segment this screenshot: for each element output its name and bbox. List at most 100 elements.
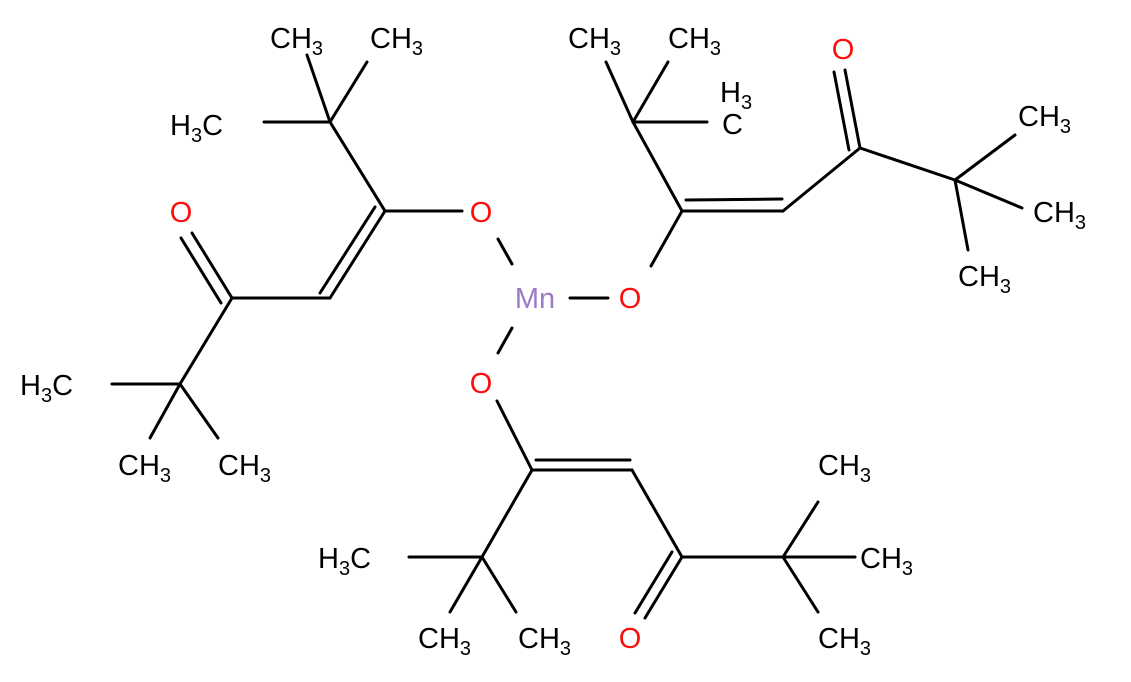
- methyl-label: CH3: [370, 23, 423, 60]
- methyl-ch: CH: [860, 543, 902, 575]
- methyl-label: CH3: [818, 450, 871, 487]
- bond-co-double-a-lower: [643, 555, 684, 620]
- methyl-stacked-c: C: [722, 109, 743, 141]
- methyl-ch: CH: [568, 23, 610, 55]
- methyl-left-label: H3C: [20, 370, 73, 407]
- methyl-ch: CH: [218, 450, 260, 482]
- methyl-c: C: [202, 110, 223, 142]
- methyl-ch: CH: [418, 623, 460, 655]
- bond-c-me1-left-tbu: [305, 53, 332, 124]
- methyl-subscript: 3: [1075, 212, 1086, 234]
- bond-c-me3-lower-tbu: [480, 555, 518, 614]
- bond-cq-me2-right: [953, 178, 1024, 210]
- methyl-h: H: [720, 77, 741, 109]
- methyl-subscript: 3: [312, 38, 323, 60]
- methyl-subscript: 3: [710, 38, 721, 60]
- atom-labels: Mn O O O O O O CH3 CH3 CH3 CH3 CH3 CH3 C…: [20, 23, 1086, 660]
- bond-cq-me3-right: [953, 178, 970, 252]
- bond-c-me1-right-tbu: [604, 60, 635, 124]
- methyl-ch: CH: [818, 623, 860, 655]
- methyl-label: CH3: [568, 23, 621, 60]
- bond-cq-me2-left: [148, 382, 182, 440]
- atom-o-mn-right: O: [619, 283, 642, 315]
- bond-co-double-b-left: [179, 236, 223, 305]
- methyl-ch: CH: [818, 450, 860, 482]
- methyl-subscript: 3: [41, 385, 52, 407]
- bond-co-double-b-lower: [633, 550, 674, 615]
- methyl-subscript: 3: [610, 38, 621, 60]
- methyl-h: H: [20, 370, 41, 402]
- bond-o-c-lower-ligand: [495, 399, 534, 472]
- bond-lines: [110, 53, 1024, 620]
- bond-cq-me3-left: [178, 382, 220, 440]
- bond-c-me2-lower-tbu: [448, 555, 484, 614]
- methyl-ch: CH: [370, 23, 412, 55]
- bond-c-me2-left-tbu: [328, 60, 369, 124]
- bond-c-ch-double-b-right: [684, 197, 784, 202]
- bond-cq-me3-lower: [781, 555, 820, 614]
- methyl-ch: CH: [1033, 197, 1075, 229]
- methyl-subscript: 3: [560, 638, 571, 660]
- methyl-label: CH3: [270, 23, 323, 60]
- methyl-subscript: 3: [339, 558, 350, 580]
- atom-o-mn-upper-left: O: [470, 197, 493, 229]
- methyl-subscript: 3: [860, 638, 871, 660]
- methyl-subscript: 3: [902, 558, 913, 580]
- bond-co-cq-right: [858, 146, 957, 182]
- methyl-subscript: 3: [412, 38, 423, 60]
- methyl-subscript: 3: [860, 465, 871, 487]
- methyl-label: CH3: [860, 543, 913, 580]
- bond-mn-o-lower: [496, 326, 514, 355]
- bond-ch-co-lower: [630, 468, 684, 559]
- bond-mn-o-upper-left: [496, 237, 514, 266]
- bond-c-ch-double-b-left: [318, 205, 377, 295]
- methyl-stacked-h: H3: [720, 77, 752, 114]
- methyl-label: CH3: [218, 450, 271, 487]
- atom-o-mn-lower: O: [470, 368, 493, 400]
- bond-c-tbu-lower-ligand: [480, 468, 534, 559]
- bond-o-c-right-ligand: [649, 209, 684, 268]
- methyl-ch: CH: [668, 23, 710, 55]
- methyl-label: CH3: [118, 450, 171, 487]
- bond-co-double-a-right: [843, 68, 862, 150]
- methyl-ch: CH: [118, 450, 160, 482]
- bond-co-double-a-left: [190, 231, 234, 300]
- atom-o-carbonyl-left: O: [170, 197, 193, 229]
- bond-c-tbu-right-ligand: [631, 120, 684, 213]
- bond-c-tbu-left-ligand: [328, 120, 387, 213]
- bond-cq-me1-right: [953, 133, 1017, 182]
- methyl-ch: CH: [270, 23, 312, 55]
- methyl-label: CH3: [1018, 101, 1071, 138]
- methyl-h: H: [170, 110, 191, 142]
- methyl-subscript: 3: [191, 125, 202, 147]
- methyl-left-label: H3C: [318, 543, 371, 580]
- methyl-h: H: [318, 543, 339, 575]
- methyl-subscript: 3: [1000, 276, 1011, 298]
- bond-c-ch-double-a-left: [328, 209, 387, 300]
- bond-c-me2-right-tbu: [631, 60, 670, 124]
- methyl-subscript: 3: [1060, 116, 1071, 138]
- methyl-subscript: 3: [741, 92, 752, 114]
- methyl-label: CH3: [1033, 197, 1086, 234]
- bond-ch-co-right: [781, 146, 862, 213]
- methyl-left-label: H3C: [170, 110, 223, 147]
- methyl-label: CH3: [518, 623, 571, 660]
- methyl-label: CH3: [818, 623, 871, 660]
- methyl-label: CH3: [418, 623, 471, 660]
- bond-cq-me1-lower: [781, 500, 820, 559]
- methyl-label: CH3: [958, 261, 1011, 298]
- methyl-ch: CH: [958, 261, 1000, 293]
- atom-o-carbonyl-lower: O: [619, 623, 642, 655]
- methyl-subscript: 3: [260, 465, 271, 487]
- methyl-ch: CH: [518, 623, 560, 655]
- methyl-subscript: 3: [160, 465, 171, 487]
- methyl-label: CH3: [668, 23, 721, 60]
- atom-o-carbonyl-right: O: [832, 34, 855, 66]
- methyl-c: C: [350, 543, 371, 575]
- bond-co-cq-left: [178, 296, 234, 386]
- bond-co-double-b-right: [832, 70, 851, 152]
- methyl-c: C: [52, 370, 73, 402]
- atom-mn: Mn: [515, 283, 555, 315]
